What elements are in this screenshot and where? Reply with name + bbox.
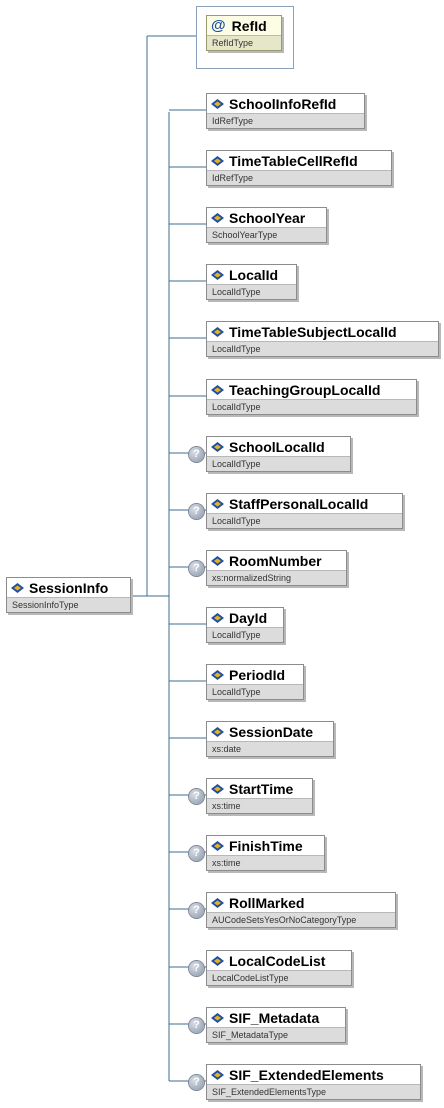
root-element-name: SessionInfo — [29, 579, 109, 596]
element-type: IdRefType — [207, 170, 391, 185]
attribute-name: RefId — [231, 17, 267, 34]
element-type: SIF_MetadataType — [207, 1027, 345, 1042]
element-icon — [211, 498, 224, 509]
element-name: StaffPersonalLocalId — [229, 495, 369, 512]
element-name: TimeTableCellRefId — [229, 152, 358, 169]
element-icon — [211, 612, 224, 623]
attribute-type: RefIdType — [207, 35, 281, 50]
optional-question-icon: ? — [189, 504, 204, 519]
element-name: FinishTime — [229, 837, 303, 854]
element-icon — [211, 1012, 224, 1023]
element-name: LocalCodeList — [229, 952, 326, 969]
element-type: LocalIdType — [207, 684, 303, 699]
element-name: SchoolInfoRefId — [229, 95, 337, 112]
optional-question-icon: ? — [189, 846, 204, 861]
optional-question-icon: ? — [189, 961, 204, 976]
element-name: SIF_ExtendedElements — [229, 1066, 384, 1083]
element-type: LocalIdType — [207, 456, 350, 471]
element-type: AUCodeSetsYesOrNoCategoryType — [207, 912, 395, 927]
element-icon — [211, 98, 224, 109]
attribute-icon: @ — [211, 17, 226, 34]
element-type: LocalIdType — [207, 341, 438, 356]
optional-question-icon: ? — [189, 561, 204, 576]
element-icon — [211, 212, 224, 223]
element-type: LocalIdType — [207, 513, 402, 528]
element-name: SessionDate — [229, 723, 314, 740]
element-name: DayId — [229, 609, 268, 626]
element-type: SIF_ExtendedElementsType — [207, 1084, 420, 1099]
element-type: LocalIdType — [207, 399, 416, 414]
element-name: SchoolYear — [229, 209, 306, 226]
element-icon — [211, 269, 224, 280]
element-icon — [211, 726, 224, 737]
element-icon — [211, 897, 224, 908]
optional-question-icon: ? — [189, 447, 204, 462]
attribute-group: @ RefId RefIdType — [196, 6, 294, 69]
element-icon — [211, 155, 224, 166]
attribute-node-refid[interactable]: @ RefId RefIdType — [206, 15, 282, 51]
element-icon — [211, 1069, 224, 1080]
root-element-type: SessionInfoType — [7, 597, 130, 612]
element-type: xs:time — [207, 855, 324, 870]
element-icon — [211, 840, 224, 851]
element-icon — [211, 326, 224, 337]
element-icon — [211, 555, 224, 566]
element-icon — [211, 783, 224, 794]
element-type: SchoolYearType — [207, 227, 326, 242]
optional-question-icon: ? — [189, 1018, 204, 1033]
element-name: RoomNumber — [229, 552, 322, 569]
element-name: SchoolLocalId — [229, 438, 325, 455]
element-type: LocalIdType — [207, 627, 283, 642]
optional-question-icon: ? — [189, 789, 204, 804]
element-name: SIF_Metadata — [229, 1009, 320, 1026]
optional-question-icon: ? — [189, 1075, 204, 1090]
element-icon — [211, 441, 224, 452]
element-name: LocalId — [229, 266, 279, 283]
element-name: StartTime — [229, 780, 294, 797]
root-element-node[interactable]: SessionInfo SessionInfoType — [6, 577, 131, 613]
element-icon — [211, 955, 224, 966]
element-name: PeriodId — [229, 666, 286, 683]
element-type: xs:normalizedString — [207, 570, 346, 585]
element-name: TimeTableSubjectLocalId — [229, 323, 397, 340]
element-type: xs:date — [207, 741, 333, 756]
element-icon — [11, 582, 24, 593]
element-type: IdRefType — [207, 113, 364, 128]
element-icon — [211, 669, 224, 680]
element-type: LocalIdType — [207, 284, 296, 299]
element-type: LocalCodeListType — [207, 970, 351, 985]
element-icon — [211, 384, 224, 395]
element-name: RollMarked — [229, 894, 305, 911]
element-name: TeachingGroupLocalId — [229, 381, 381, 398]
element-type: xs:time — [207, 798, 312, 813]
optional-question-icon: ? — [189, 903, 204, 918]
